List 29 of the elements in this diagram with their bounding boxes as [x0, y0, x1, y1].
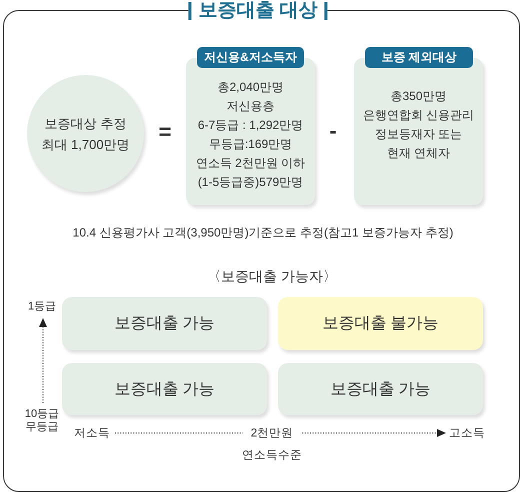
- card-text: 무등급:169만명: [208, 136, 292, 153]
- axis-label: 저소득: [74, 426, 110, 440]
- note-text: 10.4 신용평가사 고객(3,950만명)기준으로 추정(참고1 보증가능자 추정): [72, 224, 454, 242]
- axis-label: 1등급: [28, 300, 56, 314]
- rounded-panel: [278, 297, 483, 350]
- node-text: 보증대출 가능: [330, 380, 431, 400]
- card-text: 은행연합회 신용관리 정보등재자 또는 현재 연체자: [362, 107, 474, 162]
- rounded-panel: [62, 297, 267, 350]
- card-text: 총350만명: [390, 88, 447, 105]
- card-text: 저신용층: [226, 98, 274, 115]
- axis-label: 연소득수준: [242, 448, 302, 462]
- axis-label: 10등급 무등급: [24, 408, 60, 434]
- minus-sign: -: [329, 118, 337, 144]
- axis-label: 2천만원: [242, 426, 302, 440]
- rounded-panel: [62, 363, 267, 415]
- rounded-panel: [278, 363, 483, 415]
- node-text: 보증대출 불가능: [322, 314, 439, 334]
- header-tab: 저신용&저소득자: [197, 47, 304, 68]
- equals-sign: =: [158, 119, 172, 145]
- axis-label: 고소득: [449, 426, 485, 440]
- card-text: 연소득 2천만원 이하 (1-5등급중)579만명: [196, 155, 306, 191]
- node-text: 보증대출 가능: [114, 314, 215, 334]
- node-text: 보증대출 가능: [114, 380, 215, 400]
- subtitle: 〈보증대출 가능자〉: [207, 268, 337, 286]
- card-text: 총2,040만명: [217, 79, 284, 96]
- title: 보증대출 대상: [188, 2, 328, 20]
- card-text: 6-7등급 : 1,292만명: [198, 117, 304, 134]
- node-text: 보증대상 추정 최대 1,700만명: [41, 114, 130, 154]
- header-tab: 보증 제외대상: [365, 47, 473, 68]
